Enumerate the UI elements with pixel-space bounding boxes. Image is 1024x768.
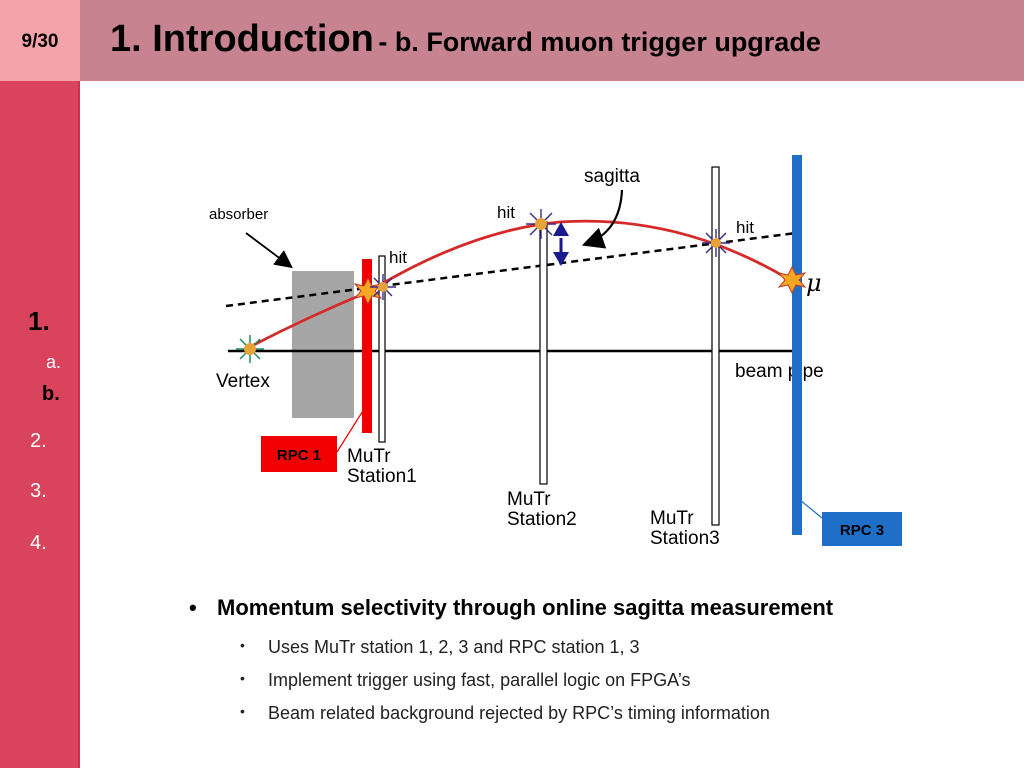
- bullet-list: Momentum selectivity through online sagi…: [185, 595, 1005, 724]
- station3-hit-burst-icon: [702, 229, 730, 257]
- title-main: 1. Introduction: [110, 18, 374, 60]
- slide-title: 1. Introduction - b. Forward muon trigge…: [110, 18, 821, 61]
- station3-label: MuTr Station3: [650, 508, 720, 549]
- bullet-sub-2: Implement trigger using fast, parallel l…: [185, 670, 1005, 691]
- sidebar-item-2[interactable]: 2.: [30, 430, 47, 452]
- sidebar-item-1b[interactable]: b.: [42, 383, 60, 405]
- mutr-station3: [711, 166, 720, 526]
- sagitta-arrowhead-up: [553, 222, 569, 236]
- straight-line-fit: [225, 231, 797, 308]
- rpc1-box: [261, 436, 337, 472]
- sagitta-label: sagitta: [584, 166, 640, 187]
- vertex-label: Vertex: [216, 371, 270, 392]
- page-number: 9/30: [0, 0, 80, 81]
- hit-label-station2: hit: [497, 203, 515, 222]
- sidebar-item-1a[interactable]: a.: [46, 352, 62, 372]
- rpc3-leader: [799, 499, 823, 519]
- mutr-station2: [539, 221, 548, 485]
- mu-label: μ: [806, 269, 822, 297]
- sidebar-item-1[interactable]: 1.: [28, 306, 50, 336]
- absorber-arrow: [245, 232, 293, 269]
- bullet-main: Momentum selectivity through online sagi…: [185, 595, 1005, 621]
- hit-label-station3: hit: [736, 218, 754, 237]
- bullet-sub-3: Beam related background rejected by RPC’…: [185, 703, 1005, 724]
- rpc3-hit-burst-icon: [777, 265, 807, 295]
- title-sub: - b. Forward muon trigger upgrade: [378, 27, 821, 57]
- rpc1-plane: [362, 259, 372, 433]
- sidebar: [0, 81, 80, 768]
- station2-hit-burst-icon: [526, 209, 556, 239]
- vertex-burst-icon: [236, 335, 264, 363]
- bullet-sub-1: Uses MuTr station 1, 2, 3 and RPC statio…: [185, 637, 1005, 658]
- muon-track: [245, 219, 791, 351]
- rpc1-label: RPC 1: [277, 447, 321, 464]
- station1-label: MuTr Station1: [347, 446, 417, 487]
- hit-label-station1: hit: [389, 248, 407, 267]
- absorber-label: absorber: [209, 206, 268, 223]
- rpc1-leader: [336, 405, 367, 453]
- beampipe-label: beam pipe: [735, 361, 824, 382]
- station2-label: MuTr Station2: [507, 489, 577, 530]
- rpc3-plane: [792, 155, 802, 535]
- trigger-diagram: absorber beam pipe RPC 1 RPC 3 sagitta V…: [209, 155, 902, 549]
- sidebar-item-4[interactable]: 4.: [30, 532, 47, 554]
- header-bar: [0, 0, 1024, 81]
- rpc3-label: RPC 3: [840, 522, 884, 539]
- rpc3-box: [822, 512, 902, 546]
- sagitta-pointer: [581, 189, 624, 249]
- mutr-station1: [378, 255, 386, 443]
- station1-hit-burst-icon: [370, 274, 396, 300]
- sidebar-item-3[interactable]: 3.: [30, 480, 47, 502]
- sagitta-arrowhead-down: [553, 252, 569, 266]
